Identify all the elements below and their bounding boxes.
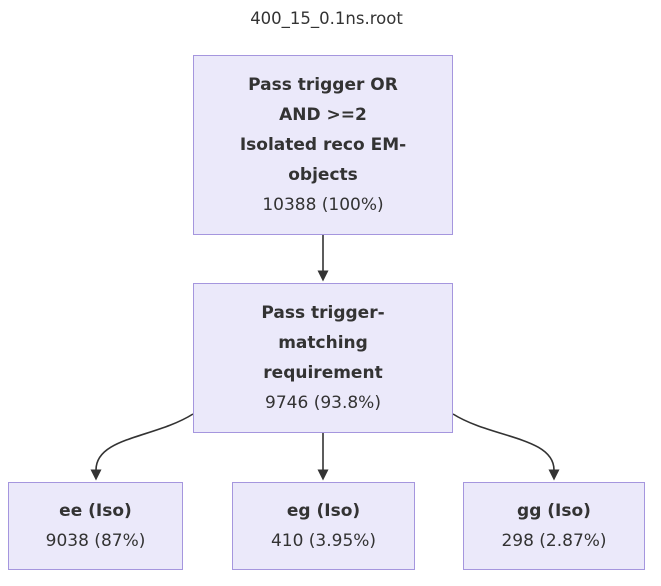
node-ee-iso: ee (Iso) 9038 (87%)	[8, 482, 183, 570]
edge-match-to-gg	[452, 413, 555, 471]
diagram-title: 400_15_0.1ns.root	[250, 9, 403, 28]
node-ee-iso-label: ee (Iso)	[59, 501, 132, 521]
edge-match-to-ee	[95, 413, 194, 471]
node-trigger-matching-count: 9746 (93.8%)	[265, 393, 381, 413]
node-trigger-matching-label: Pass trigger- matching requirement	[261, 303, 385, 383]
node-pass-trigger-or-label: Pass trigger OR AND >=2 Isolated reco EM…	[239, 75, 407, 185]
node-trigger-matching: Pass trigger- matching requirement 9746 …	[193, 283, 453, 433]
node-eg-iso: eg (Iso) 410 (3.95%)	[232, 482, 415, 570]
node-pass-trigger-or: Pass trigger OR AND >=2 Isolated reco EM…	[193, 55, 453, 235]
node-gg-iso: gg (Iso) 298 (2.87%)	[463, 482, 645, 570]
node-gg-iso-label: gg (Iso)	[517, 501, 591, 521]
arrowhead-match-to-ee	[90, 469, 102, 481]
node-eg-iso-count: 410 (3.95%)	[270, 531, 377, 551]
node-eg-iso-label: eg (Iso)	[286, 501, 361, 521]
arrowhead-match-to-eg	[317, 469, 329, 481]
node-ee-iso-count: 9038 (87%)	[45, 531, 146, 551]
node-gg-iso-count: 298 (2.87%)	[501, 531, 607, 551]
node-pass-trigger-or-count: 10388 (100%)	[262, 195, 384, 215]
arrowhead-root-to-match	[317, 270, 329, 282]
arrowhead-match-to-gg	[548, 469, 560, 481]
